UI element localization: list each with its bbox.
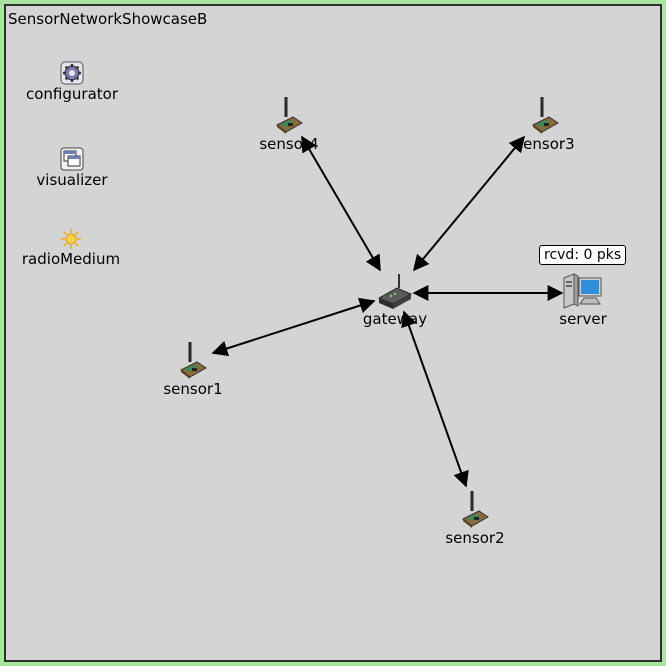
configurator-module[interactable]: configurator: [12, 61, 132, 103]
sensor2-label: sensor2: [445, 529, 505, 547]
gateway-node[interactable]: gateway: [335, 272, 455, 328]
link-gateway-sensor4: [301, 135, 381, 272]
visualizer-label: visualizer: [36, 171, 108, 189]
gateway-label: gateway: [362, 310, 428, 328]
sensor-board-icon: [276, 97, 303, 134]
configurator-label: configurator: [26, 85, 118, 103]
link-gateway-sensor1: [211, 297, 376, 357]
sensor2-node[interactable]: sensor2: [415, 489, 535, 547]
sun-icon: [61, 229, 81, 249]
network-title: SensorNetworkShowcaseB: [8, 10, 208, 28]
sensor1-label: sensor1: [163, 380, 223, 398]
gear-icon: [60, 61, 84, 85]
link-gateway-sensor3: [412, 135, 526, 272]
sensor3-label: sensor3: [515, 135, 575, 153]
sensor-board-icon: [462, 491, 489, 528]
sensor1-node[interactable]: sensor1: [133, 340, 253, 398]
sensor-board-icon: [180, 342, 207, 379]
server-label: server: [559, 310, 607, 328]
visualizer-module[interactable]: visualizer: [12, 147, 132, 189]
radio-medium-label: radioMedium: [21, 250, 121, 268]
radio-medium-module[interactable]: radioMedium: [11, 228, 131, 268]
sensor-board-icon: [532, 97, 559, 134]
server-node[interactable]: server: [523, 272, 643, 328]
computer-icon: [563, 273, 602, 309]
network-canvas: [4, 4, 662, 662]
sensor4-label: sensor4: [259, 135, 319, 153]
sensor3-node[interactable]: sensor3: [485, 95, 605, 153]
link-gateway-sensor2: [401, 310, 469, 488]
router-icon: [377, 274, 413, 309]
server-status-badge: rcvd: 0 pks: [539, 245, 627, 265]
sensor4-node[interactable]: sensor4: [229, 95, 349, 153]
windows-icon: [60, 147, 84, 171]
